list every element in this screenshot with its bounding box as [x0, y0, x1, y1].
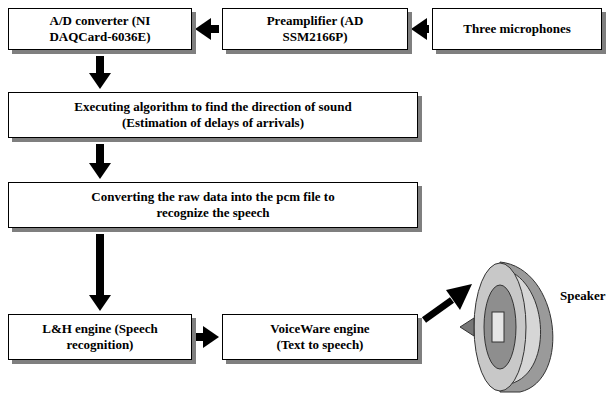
flow-arrow — [96, 234, 104, 295]
process-box: Executing algorithm to find the directio… — [8, 92, 418, 138]
flow-arrow — [427, 25, 429, 33]
process-box: Converting the raw data into the pcm fil… — [8, 182, 418, 228]
speaker-symbol — [460, 262, 553, 392]
speaker-arrow-head — [446, 284, 472, 310]
process-box: L&H engine (Speech recognition) — [8, 314, 192, 360]
box-label: Executing algorithm to find the directio… — [41, 99, 386, 131]
part-label: Speaker — [560, 288, 606, 304]
flow-arrow — [96, 144, 104, 163]
speaker-arrow-shaft — [424, 300, 452, 320]
box-label: A/D converter (NI DAQCard-6036E) — [30, 13, 170, 45]
box-label: Preamplifier (AD SSM2166P) — [259, 13, 371, 45]
box-label: Three microphones — [463, 21, 571, 37]
flow-arrow — [96, 56, 104, 73]
flow-arrow — [195, 333, 203, 341]
process-box: VoiceWare engine (Text to speech) — [222, 314, 418, 360]
process-box: Preamplifier (AD SSM2166P) — [222, 8, 408, 50]
process-box: A/D converter (NI DAQCard-6036E) — [8, 8, 192, 50]
box-label: Converting the raw data into the pcm fil… — [77, 189, 349, 221]
process-box: Three microphones — [432, 8, 602, 50]
box-label: VoiceWare engine (Text to speech) — [260, 321, 380, 353]
flow-arrow — [211, 25, 219, 33]
box-label: L&H engine (Speech recognition) — [30, 321, 170, 353]
